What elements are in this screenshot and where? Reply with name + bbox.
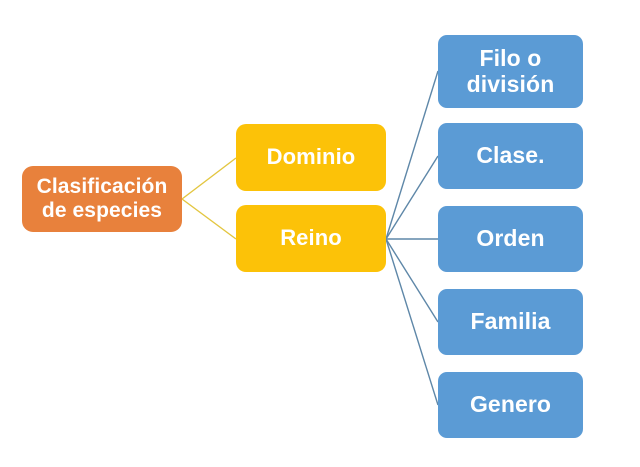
node-label-reino: Reino xyxy=(280,225,342,251)
connector-root-0 xyxy=(181,157,237,200)
node-label-root: Clasificación de especies xyxy=(36,175,168,222)
node-label-clase: Clase. xyxy=(476,142,545,169)
connector-reino-0 xyxy=(385,70,439,240)
node-dominio[interactable]: Dominio xyxy=(236,124,386,191)
node-label-filo-o-division: Filo o división xyxy=(466,44,555,97)
node-orden[interactable]: Orden xyxy=(438,206,583,272)
reino-connector-group xyxy=(385,70,439,406)
root-connector-group xyxy=(181,157,237,240)
node-clase[interactable]: Clase. xyxy=(438,123,583,189)
node-familia[interactable]: Familia xyxy=(438,289,583,355)
connector-reino-1 xyxy=(385,155,439,240)
node-label-familia: Familia xyxy=(470,308,551,335)
connector-reino-3 xyxy=(385,238,439,323)
node-label-genero: Genero xyxy=(469,391,552,418)
node-label-dominio: Dominio xyxy=(266,144,356,170)
node-filo-o-division[interactable]: Filo o división xyxy=(438,35,583,108)
connector-reino-4 xyxy=(385,238,439,406)
node-label-orden: Orden xyxy=(476,225,545,252)
connector-root-1 xyxy=(181,198,237,240)
node-reino[interactable]: Reino xyxy=(236,205,386,272)
node-clasificacion-de-especies[interactable]: Clasificación de especies xyxy=(22,166,182,232)
node-genero[interactable]: Genero xyxy=(438,372,583,438)
